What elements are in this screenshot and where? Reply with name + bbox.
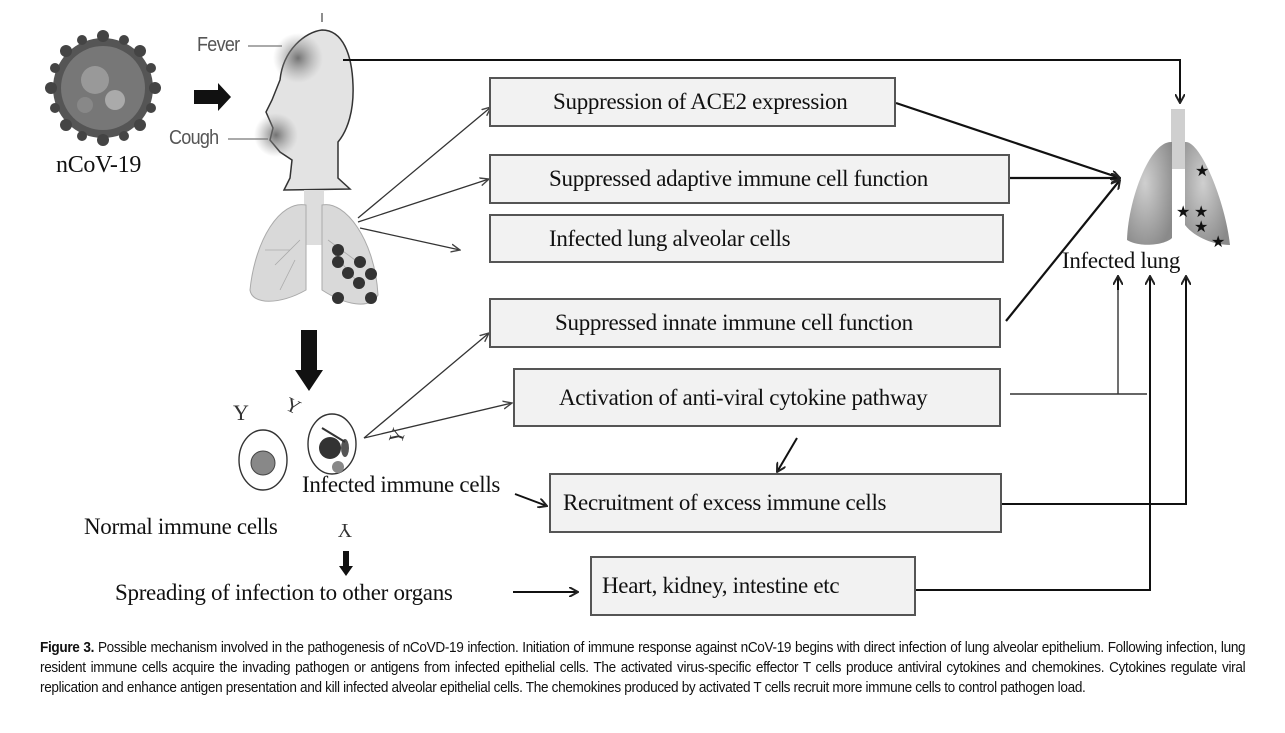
svg-text:★: ★ bbox=[1194, 202, 1208, 221]
arrow-cytokine-to-recruitment bbox=[777, 437, 798, 472]
cough-label: Cough bbox=[169, 127, 219, 149]
infected-lung-label: Infected lung bbox=[1062, 248, 1181, 273]
connector-cytokine bbox=[1010, 275, 1147, 395]
svg-text:Y: Y bbox=[233, 400, 249, 425]
virus-icon bbox=[45, 30, 161, 146]
connector-organs bbox=[914, 276, 1150, 591]
box-adaptive-immune: Suppressed adaptive immune cell function bbox=[489, 154, 1010, 204]
arrow-to-adaptive bbox=[357, 179, 489, 223]
arrow-down-icon bbox=[295, 330, 323, 391]
arrow-to-cytokine bbox=[363, 403, 512, 439]
svg-text:★: ★ bbox=[1194, 217, 1208, 236]
box-ace2-suppression: Suppression of ACE2 expression bbox=[489, 77, 896, 127]
connector-ace2 bbox=[895, 101, 1120, 178]
normal-immune-cell-icon: Y Y bbox=[233, 393, 304, 491]
arrow-to-alveolar bbox=[359, 227, 460, 250]
connector-recruitment bbox=[1001, 276, 1186, 505]
head-icon bbox=[254, 13, 354, 191]
svg-text:★: ★ bbox=[1176, 202, 1190, 221]
fever-label: Fever bbox=[197, 34, 240, 56]
infected-lung-right-icon: ★ ★★ ★★ bbox=[1127, 109, 1230, 251]
infected-lungs-icon bbox=[249, 190, 379, 305]
connector-head-to-lung bbox=[343, 59, 1180, 103]
box-other-organs: Heart, kidney, intestine etc bbox=[590, 556, 916, 616]
box-innate-immune: Suppressed innate immune cell function bbox=[489, 298, 1001, 348]
svg-text:★: ★ bbox=[1211, 232, 1225, 251]
box-cytokine-pathway: Activation of anti-viral cytokine pathwa… bbox=[513, 368, 1001, 427]
diagram-graphics: Y Y Y Y bbox=[45, 13, 1230, 630]
box-alveolar-cells: Infected lung alveolar cells bbox=[489, 214, 1004, 263]
arrow-down-small-icon bbox=[339, 551, 353, 576]
caption-text: Possible mechanism involved in the patho… bbox=[40, 640, 1246, 696]
arrow-to-ace2 bbox=[357, 107, 491, 219]
normal-immune-cells-label: Normal immune cells bbox=[84, 514, 278, 539]
svg-text:Y: Y bbox=[281, 393, 303, 419]
arrow-to-innate bbox=[363, 333, 489, 439]
arrow-right-icon bbox=[194, 83, 231, 111]
figure-caption: Figure 3. Possible mechanism involved in… bbox=[40, 638, 1246, 698]
svg-text:★: ★ bbox=[1195, 161, 1209, 180]
svg-text:Y: Y bbox=[385, 425, 411, 446]
infected-immune-cells-label: Infected immune cells bbox=[302, 472, 501, 497]
pathogenesis-diagram: Y Y Y Y bbox=[45, 13, 1230, 630]
virus-label: nCoV-19 bbox=[56, 152, 142, 178]
spreading-label: Spreading of infection to other organs bbox=[115, 580, 453, 605]
box-recruitment: Recruitment of excess immune cells bbox=[549, 473, 1002, 533]
infected-immune-cell-icon: Y bbox=[307, 413, 411, 475]
figure-number: Figure 3. bbox=[40, 640, 95, 656]
connector-innate bbox=[1005, 180, 1120, 322]
arrow-to-recruitment bbox=[514, 493, 547, 506]
antibody-icon: Y bbox=[338, 519, 352, 541]
